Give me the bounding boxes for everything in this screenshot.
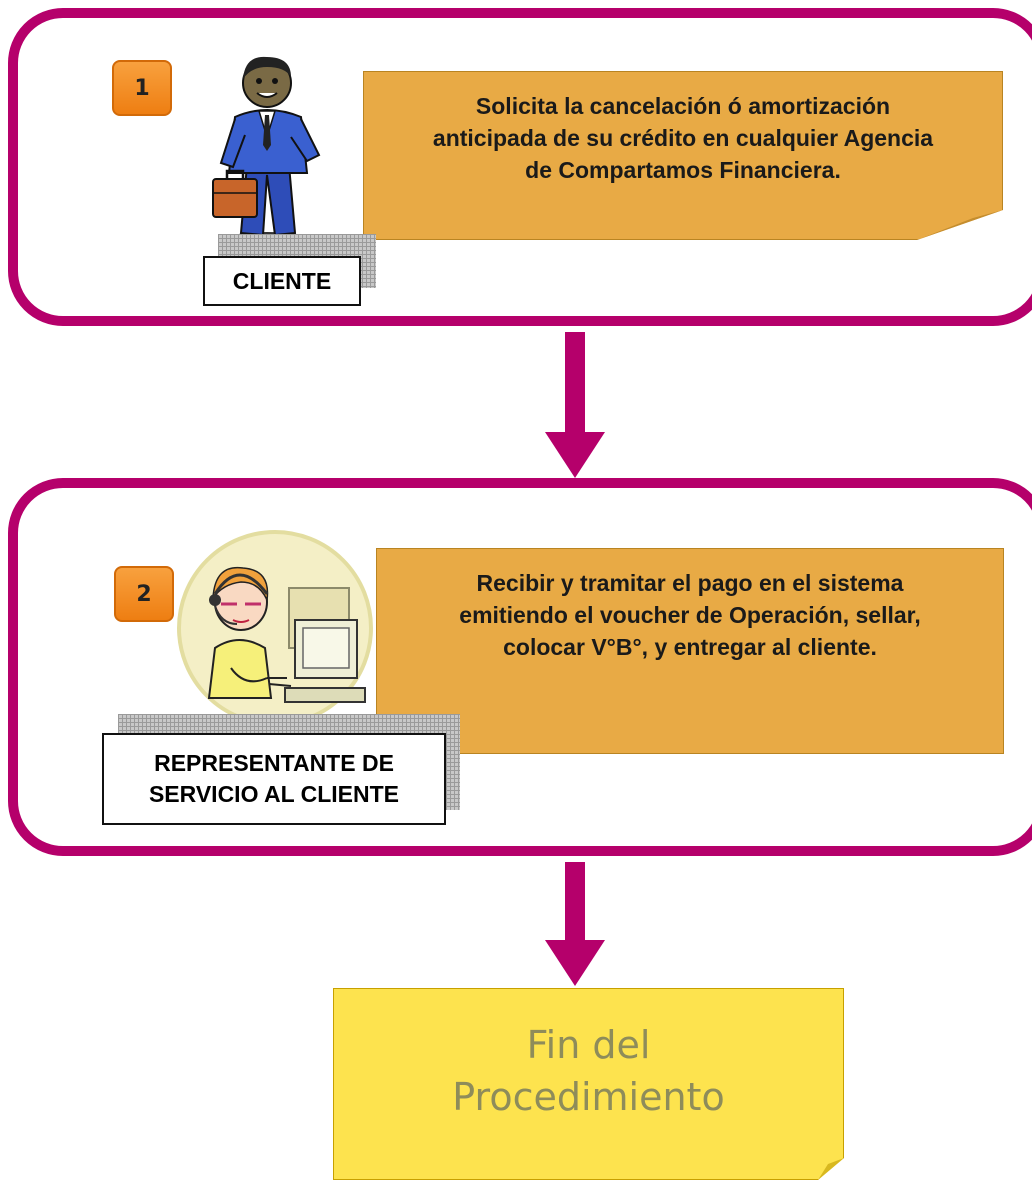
flow-arrow-1 bbox=[545, 332, 605, 478]
step-1-number: 1 bbox=[134, 75, 150, 101]
step-1-description-line: Solicita la cancelación ó amortización bbox=[475, 93, 891, 119]
end-line: Fin del bbox=[526, 1023, 651, 1067]
step-2-role-line: REPRESENTANTE DE bbox=[154, 750, 394, 776]
step-1-role: CLIENTE bbox=[203, 256, 361, 306]
end-of-procedure-note: Fin del Procedimiento bbox=[333, 988, 844, 1180]
businessman-icon bbox=[212, 56, 321, 244]
step-2-description: Recibir y tramitar el pago en el sistema… bbox=[376, 548, 1004, 754]
step-2-number: 2 bbox=[136, 581, 152, 607]
page-fold-icon bbox=[818, 1158, 844, 1180]
step-1-role-label: CLIENTE bbox=[232, 267, 332, 294]
flow-arrow-2 bbox=[545, 862, 605, 986]
step-2-role-line: SERVICIO AL CLIENTE bbox=[148, 781, 400, 807]
step-2-description-line: colocar V°B°, y entregar al cliente. bbox=[503, 634, 877, 660]
step-2-description-line: Recibir y tramitar el pago en el sistema bbox=[476, 570, 904, 596]
call-center-agent-icon bbox=[177, 530, 373, 726]
step-1-description: Solicita la cancelación ó amortización a… bbox=[363, 71, 1003, 240]
step-1-badge: 1 bbox=[112, 60, 172, 116]
step-1-description-line: anticipada de su crédito en cualquier Ag… bbox=[432, 125, 934, 151]
step-1-description-line: de Compartamos Financiera. bbox=[525, 157, 841, 183]
step-2-badge: 2 bbox=[114, 566, 174, 622]
page-fold-icon bbox=[917, 210, 1003, 240]
step-2-role: REPRESENTANTE DE SERVICIO AL CLIENTE bbox=[102, 733, 446, 825]
end-line: Procedimiento bbox=[452, 1075, 725, 1119]
step-2-description-line: emitiendo el voucher de Operación, sella… bbox=[459, 602, 921, 628]
